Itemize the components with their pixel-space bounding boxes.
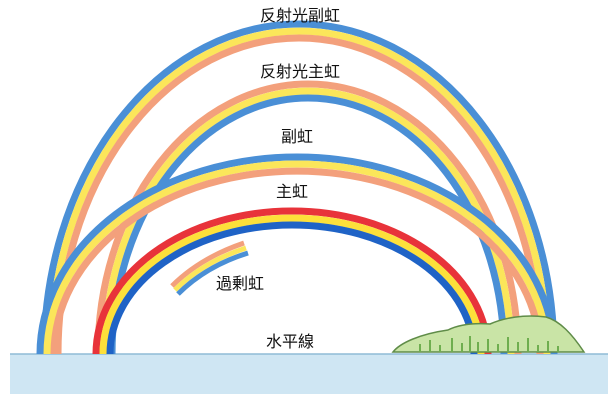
label-horizon: 水平線 xyxy=(266,332,314,351)
sea xyxy=(10,354,608,394)
reflected-secondary-rainbow xyxy=(40,20,558,355)
label-secondary: 副虹 xyxy=(281,127,313,146)
secondary-rainbow xyxy=(36,153,558,355)
label-reflected-secondary: 反射光副虹 xyxy=(260,6,340,25)
primary-rainbow xyxy=(92,207,492,355)
supernumerary-bow xyxy=(170,240,249,296)
island-vegetation xyxy=(419,336,559,352)
label-primary: 主虹 xyxy=(276,182,308,201)
label-supernumerary: 過剰虹 xyxy=(216,274,264,293)
label-reflected-primary: 反射光主虹 xyxy=(260,62,340,81)
island xyxy=(391,315,586,353)
